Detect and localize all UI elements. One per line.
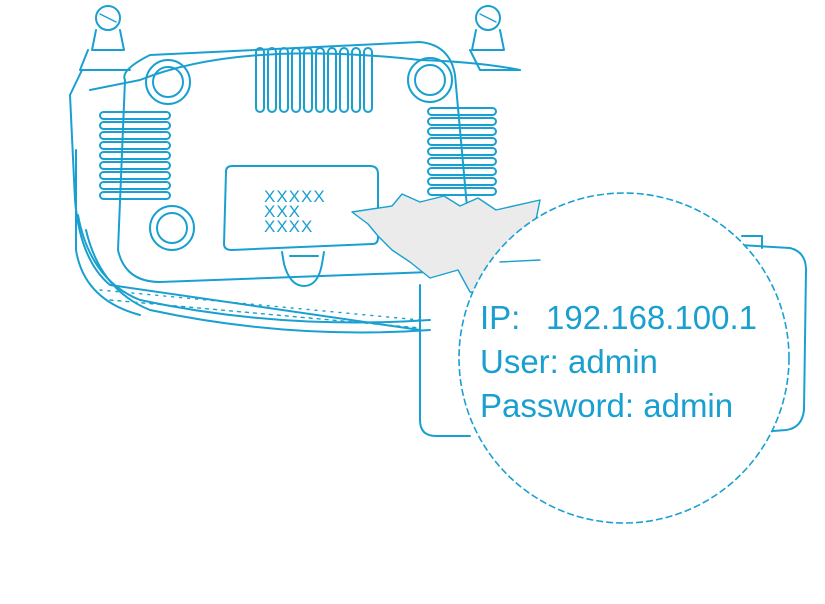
ip-label: IP:	[480, 299, 521, 336]
rubber-foot-top-right	[407, 57, 453, 103]
password-label: Password:	[480, 387, 635, 424]
ip-value: 192.168.100.1	[546, 299, 758, 336]
device-label-sticker: XXXXX XXX XXXX	[223, 165, 379, 251]
password-row: Password: admin	[480, 384, 780, 428]
ip-row: IP: 192.168.100.1	[480, 296, 780, 340]
left-vent	[99, 111, 171, 200]
right-antenna-hinge	[469, 5, 521, 71]
label-line-1: XXXXX	[264, 187, 326, 206]
credentials-block: IP: 192.168.100.1 User: admin Password: a…	[480, 296, 780, 428]
right-vent	[427, 107, 497, 196]
user-value: admin	[568, 343, 658, 380]
label-line-3: XXXX	[264, 217, 313, 236]
top-vent	[255, 47, 373, 113]
rubber-foot-bottom-left	[149, 205, 195, 251]
user-row: User: admin	[480, 340, 780, 384]
rubber-foot-top-left	[145, 59, 191, 105]
side-port	[419, 235, 807, 437]
label-line-2: XXX	[264, 202, 301, 221]
left-antenna-hinge	[79, 5, 131, 71]
password-value: admin	[643, 387, 734, 424]
user-label: User:	[480, 343, 559, 380]
hanging-hook	[281, 251, 325, 287]
magnifier-bubble	[458, 192, 790, 524]
